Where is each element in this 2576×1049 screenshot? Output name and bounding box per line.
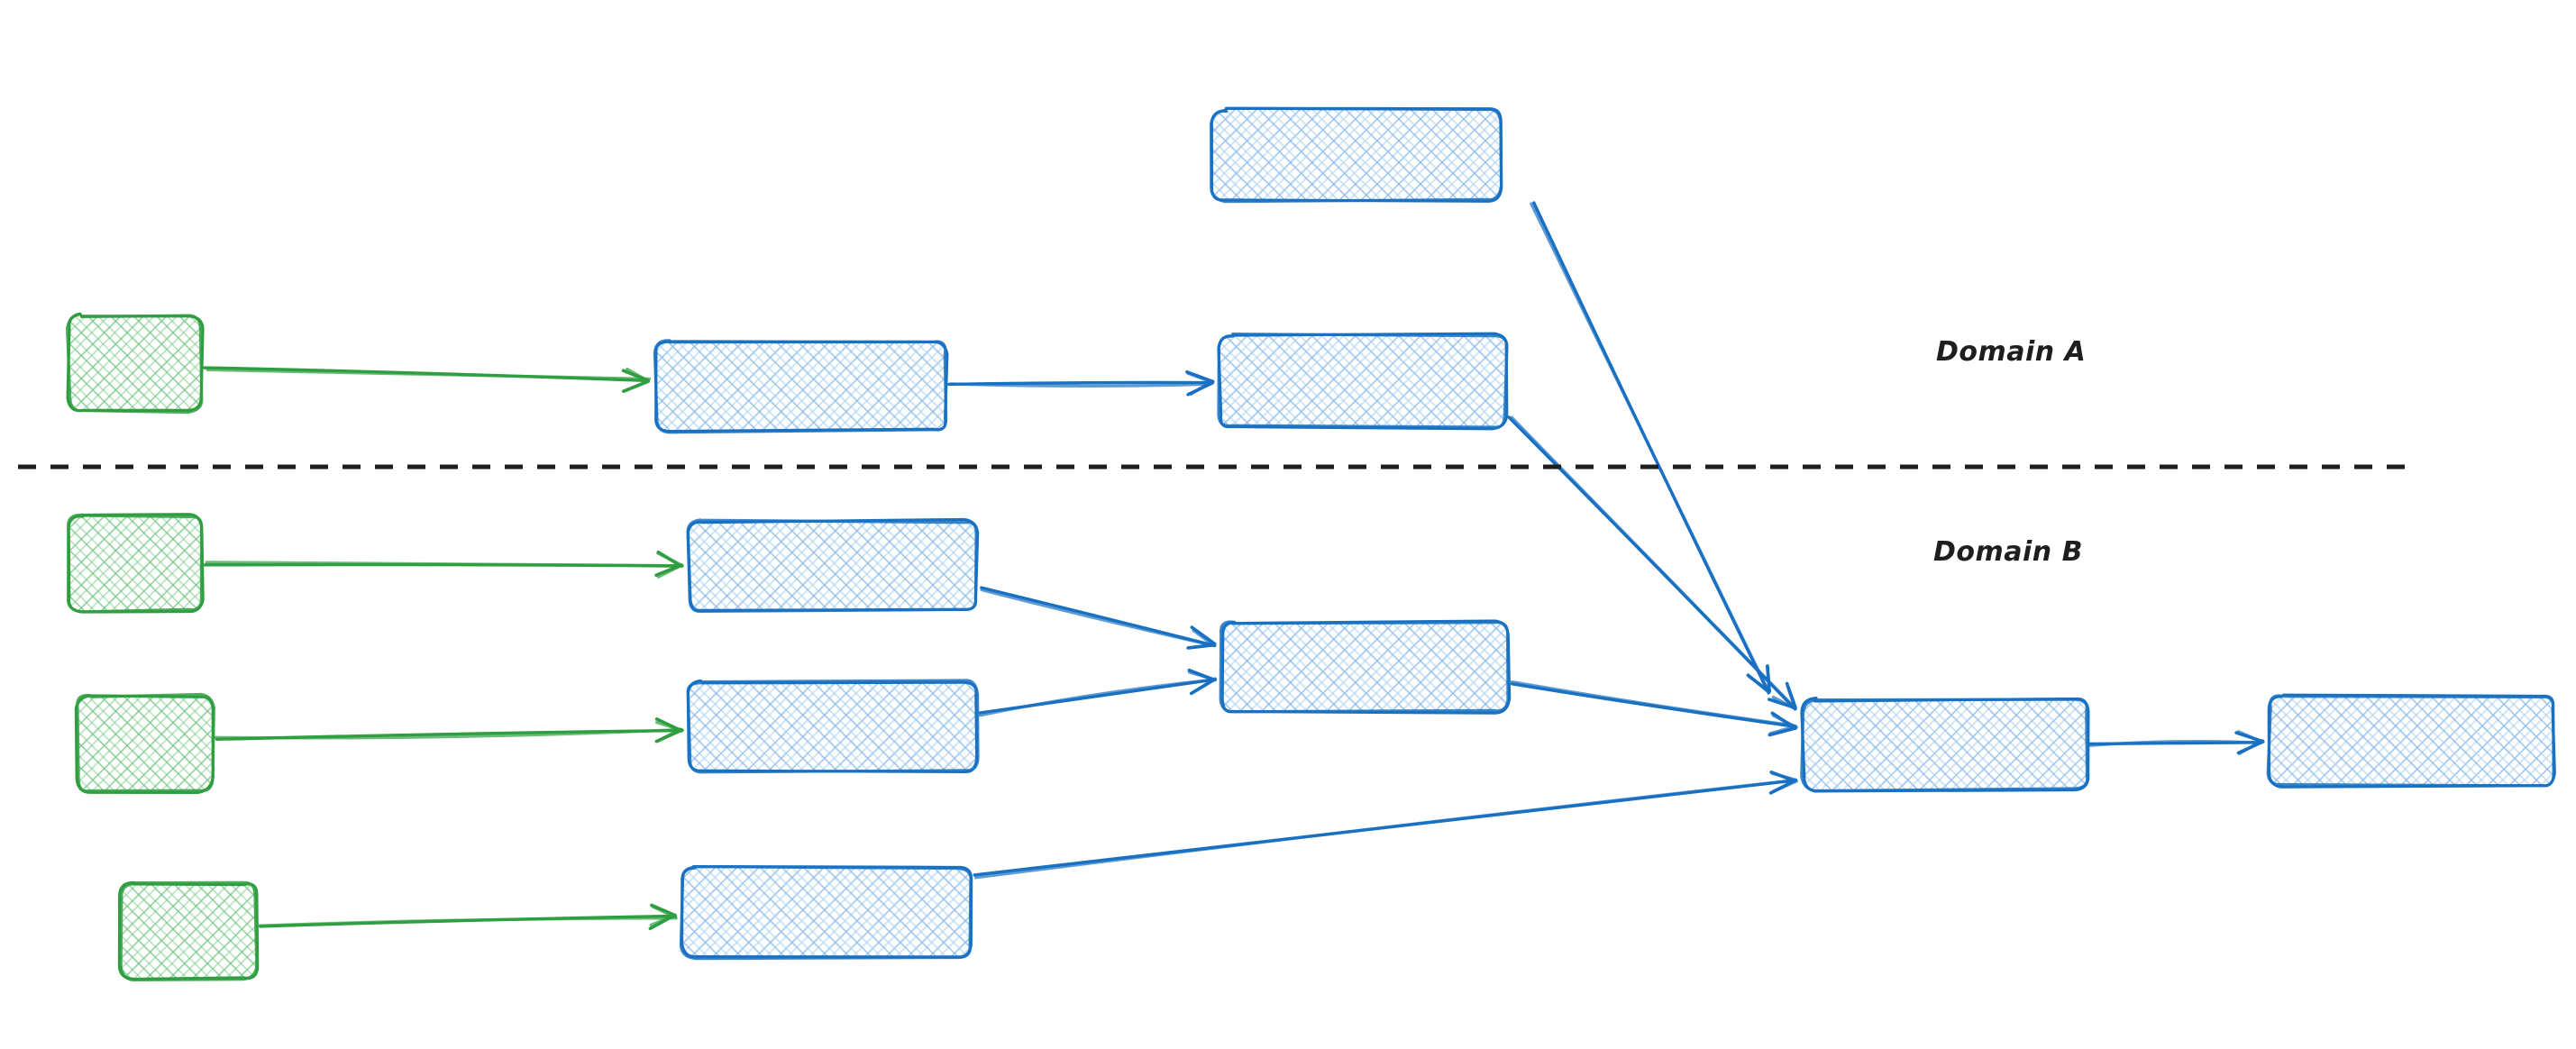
node-outline — [67, 513, 204, 614]
diagram-edge[interactable] — [947, 369, 1215, 397]
diagram-edge[interactable] — [258, 903, 678, 931]
edge-arrowhead — [1187, 670, 1215, 681]
edge-arrowhead — [2236, 730, 2263, 743]
edge-arrowhead — [649, 914, 677, 927]
diagram-node[interactable] — [117, 880, 260, 982]
diagram-edge[interactable] — [973, 771, 1798, 880]
node-outline — [117, 880, 260, 981]
edge-arrowhead — [626, 367, 650, 383]
diagram-edge[interactable] — [980, 586, 1217, 650]
edge-arrowhead — [1771, 695, 1797, 711]
edge-arrowhead — [651, 905, 677, 919]
edge-arrowhead — [1747, 674, 1772, 693]
edge-line — [206, 368, 652, 381]
edge-line — [205, 561, 681, 568]
edge-arrowhead — [1771, 779, 1798, 794]
diagram-node[interactable] — [686, 679, 980, 774]
node-fill — [78, 696, 213, 791]
edge-line — [1510, 680, 1796, 727]
edge-line — [2088, 739, 2262, 747]
node-fill — [69, 315, 202, 411]
edge-line — [1530, 202, 1770, 694]
node-outline — [653, 339, 948, 434]
node-fill — [1219, 335, 1506, 427]
node-outline — [1800, 698, 2089, 793]
edge-arrowhead — [656, 563, 684, 579]
diagram-edge[interactable] — [1510, 680, 1798, 737]
edge-arrowhead — [1189, 379, 1215, 396]
edge-arrowhead — [1186, 371, 1215, 384]
edge-arrowhead — [1786, 684, 1797, 710]
edge-line — [980, 588, 1215, 647]
label-domain-a: Domain A — [1936, 336, 2086, 368]
label-domain-b: Domain B — [1933, 536, 2083, 568]
edge-line — [978, 678, 1218, 717]
edge-arrowhead — [1187, 643, 1216, 650]
edge-arrowhead — [1770, 771, 1798, 782]
diagram-node[interactable] — [653, 339, 949, 434]
diagram-edge[interactable] — [978, 668, 1218, 717]
node-fill — [2270, 696, 2554, 786]
diagram-edge[interactable] — [1507, 415, 1797, 711]
diagram-edge[interactable] — [203, 366, 652, 393]
edge-arrowhead — [623, 379, 651, 393]
diagram-edge[interactable] — [204, 550, 684, 579]
node-outline — [119, 880, 259, 982]
node-outline — [65, 312, 204, 415]
edge-line — [974, 778, 1798, 880]
diagram-node[interactable] — [679, 864, 973, 961]
diagram-node[interactable] — [67, 513, 205, 614]
edge-arrowhead — [1191, 679, 1215, 695]
diagram-node[interactable] — [686, 517, 980, 614]
edge-line — [213, 727, 683, 740]
diagram-edge[interactable] — [1530, 201, 1772, 695]
diagram-node[interactable] — [2266, 693, 2556, 789]
node-fill — [69, 515, 202, 611]
edge-line — [949, 382, 1212, 388]
node-outline — [2266, 694, 2555, 788]
diagram-node[interactable] — [1800, 697, 2090, 793]
edge-arrowhead — [656, 551, 684, 568]
node-outline — [679, 864, 973, 961]
edge-arrowhead — [1771, 713, 1798, 729]
diagram-node[interactable] — [65, 312, 205, 415]
node-fill — [689, 681, 977, 771]
node-fill — [1221, 622, 1508, 712]
edge-arrowhead — [656, 727, 682, 743]
edges-layer — [203, 201, 2265, 931]
node-outline — [1217, 332, 1509, 429]
node-fill — [682, 867, 971, 957]
node-outline — [76, 692, 215, 793]
edge-arrowhead — [1192, 628, 1216, 647]
nodes-layer — [65, 106, 2556, 982]
node-fill — [121, 883, 256, 979]
diagram-node[interactable] — [1219, 619, 1512, 715]
node-fill — [689, 521, 977, 611]
edge-line — [1510, 415, 1797, 710]
edge-line — [258, 917, 678, 927]
edge-arrowhead — [655, 720, 684, 733]
node-fill — [1803, 699, 2087, 789]
node-outline — [686, 679, 980, 774]
labels-layer: Domain A Domain B — [1933, 336, 2086, 568]
diagram-node[interactable] — [74, 692, 215, 794]
node-fill — [1212, 110, 1501, 200]
diagram-node[interactable] — [1210, 106, 1503, 204]
edge-arrowhead — [2237, 739, 2264, 755]
diagram-edge[interactable] — [2088, 730, 2265, 755]
node-outline — [1219, 620, 1510, 714]
diagram-edge[interactable] — [213, 717, 684, 743]
node-fill — [656, 341, 946, 431]
node-outline — [1210, 106, 1503, 204]
diagram-node[interactable] — [1217, 332, 1509, 431]
node-outline — [686, 518, 978, 614]
